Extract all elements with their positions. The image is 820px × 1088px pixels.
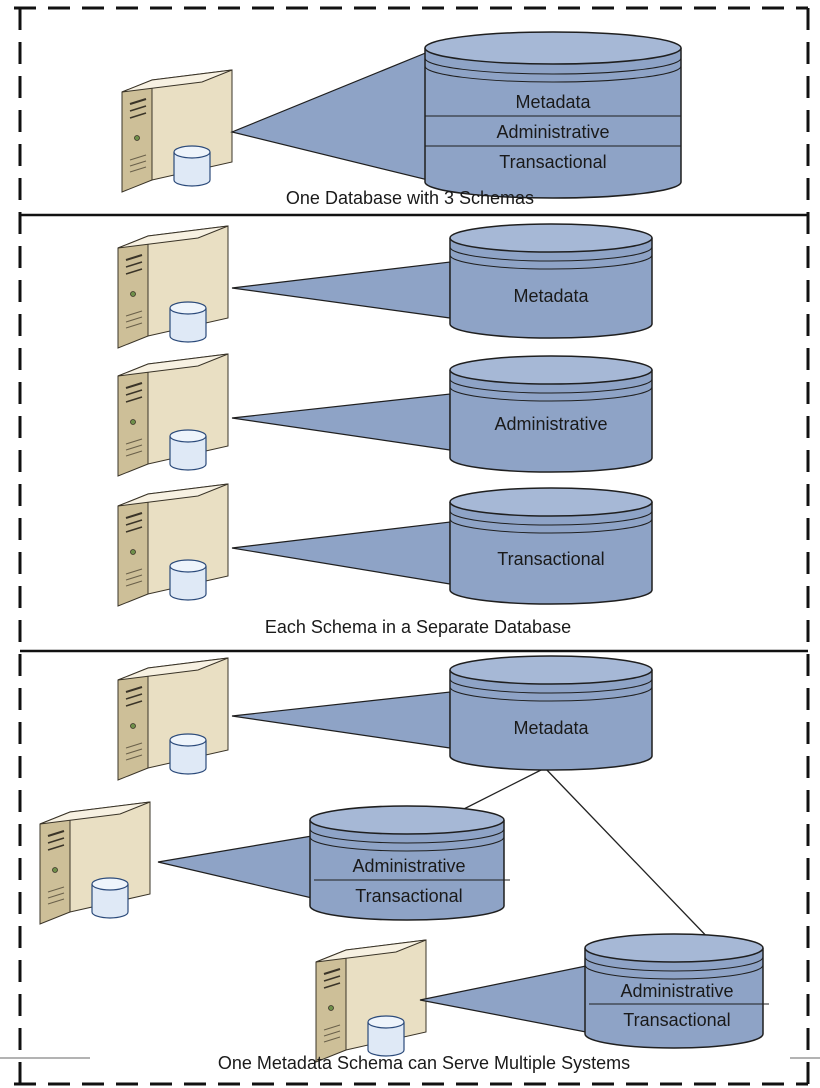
schema-label: Metadata bbox=[515, 92, 591, 112]
database-icon bbox=[424, 31, 682, 199]
connection-wedge bbox=[231, 393, 451, 451]
section-one-database: Metadata Administrative Transactional On… bbox=[121, 31, 682, 208]
schema-label: Administrative bbox=[352, 856, 465, 876]
schema-label: Metadata bbox=[513, 718, 589, 738]
server-icon bbox=[39, 801, 151, 925]
connector-line bbox=[544, 767, 715, 945]
database-icon bbox=[449, 487, 653, 605]
section-caption: One Metadata Schema can Serve Multiple S… bbox=[218, 1053, 630, 1073]
connection-wedge bbox=[230, 51, 429, 181]
outer-frame bbox=[14, 6, 810, 1086]
section-caption: One Database with 3 Schemas bbox=[286, 188, 534, 208]
schema-label: Administrative bbox=[496, 122, 609, 142]
connection-wedge bbox=[231, 521, 451, 585]
schema-label: Transactional bbox=[499, 152, 606, 172]
schema-label: Transactional bbox=[623, 1010, 730, 1030]
database-icon bbox=[584, 933, 769, 1049]
database-icon bbox=[449, 355, 653, 473]
connection-wedge bbox=[419, 965, 587, 1033]
section-separate-databases: Metadata Administrative Transactional Ea… bbox=[117, 223, 653, 637]
schema-label: Transactional bbox=[355, 886, 462, 906]
server-icon bbox=[117, 657, 229, 781]
server-icon bbox=[117, 353, 229, 477]
schema-label: Administrative bbox=[494, 414, 607, 434]
connection-wedge bbox=[231, 691, 451, 749]
connection-wedge bbox=[157, 835, 313, 899]
database-icon bbox=[449, 655, 653, 771]
schema-label: Administrative bbox=[620, 981, 733, 1001]
server-icon bbox=[121, 69, 233, 193]
schema-label: Transactional bbox=[497, 549, 604, 569]
connection-wedge bbox=[231, 261, 451, 319]
server-icon bbox=[315, 939, 427, 1063]
schema-label: Metadata bbox=[513, 286, 589, 306]
server-icon bbox=[117, 225, 229, 349]
database-icon bbox=[449, 223, 653, 339]
section-shared-metadata: Metadata Administrative Transactional Ad… bbox=[39, 655, 769, 1073]
server-icon bbox=[117, 483, 229, 607]
database-icon bbox=[309, 805, 510, 921]
section-caption: Each Schema in a Separate Database bbox=[265, 617, 571, 637]
